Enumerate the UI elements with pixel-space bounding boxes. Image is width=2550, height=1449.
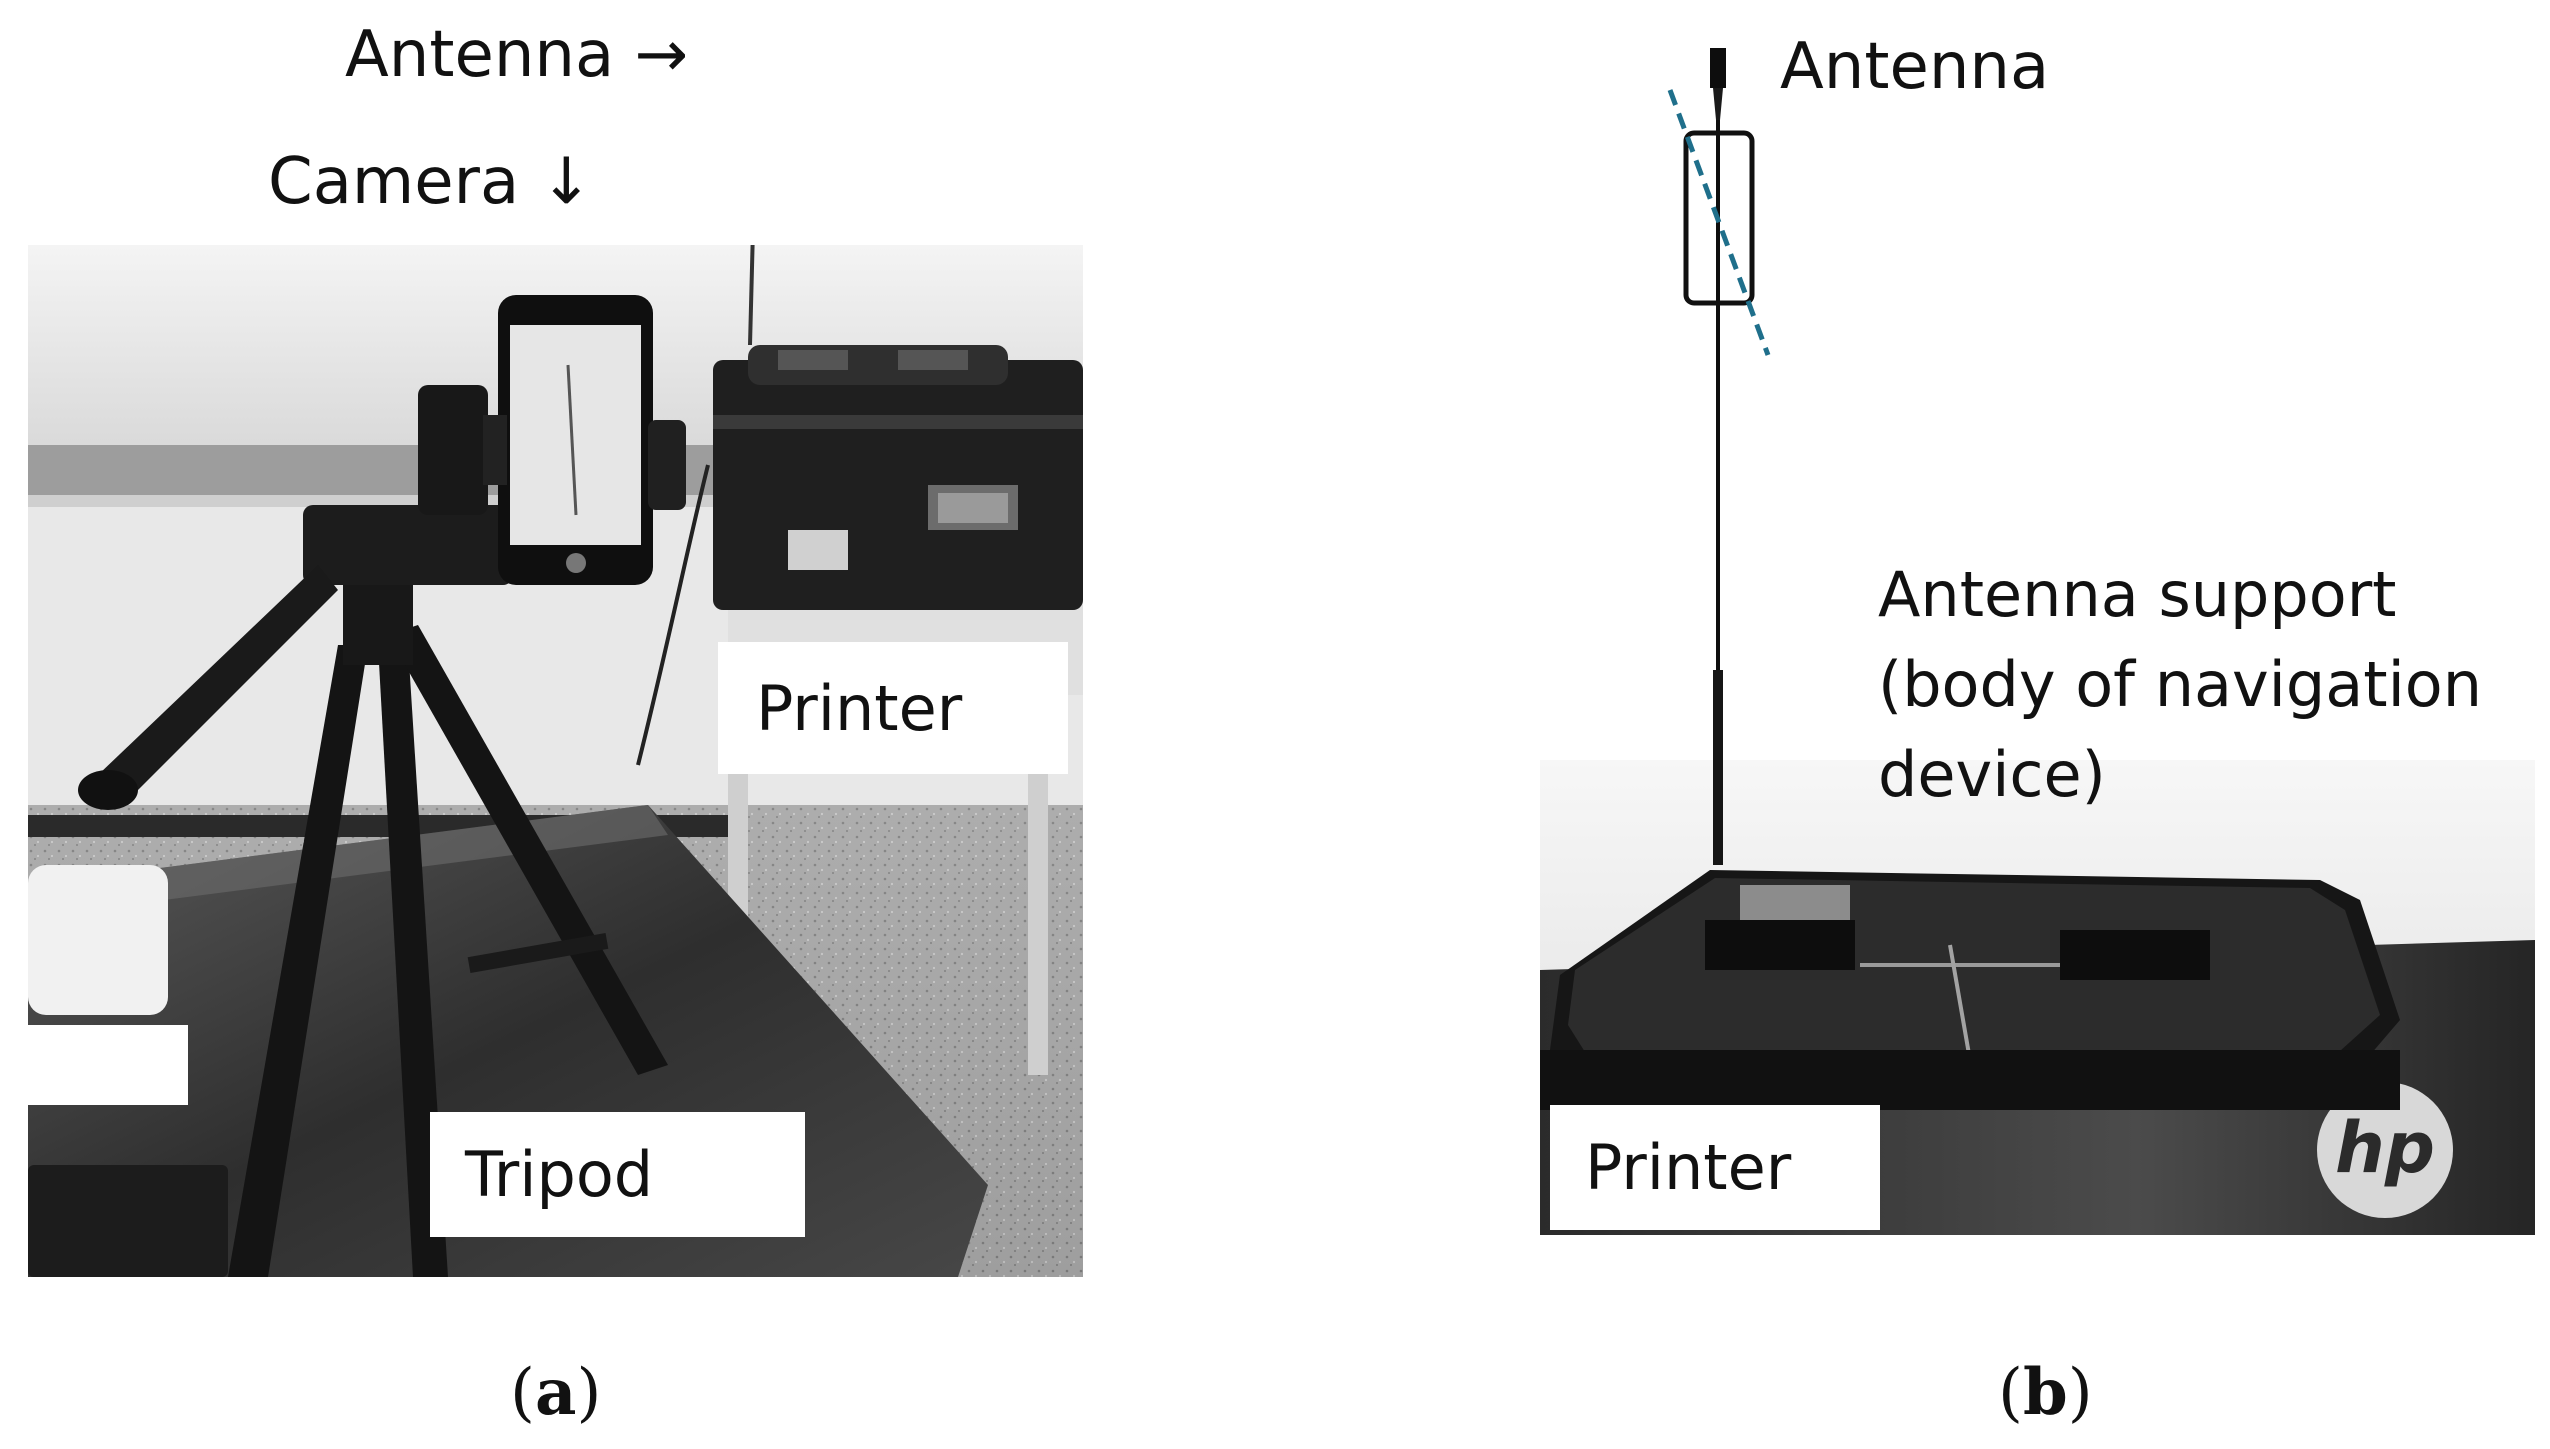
label-camera-a: Camera ↓ — [268, 145, 594, 219]
label-printer-a-text: Printer — [756, 671, 963, 745]
label-printer-a: Printer — [718, 642, 1068, 774]
antenna-b-drawing — [1667, 48, 1771, 865]
label-antenna-support-line3: device) — [1878, 738, 2106, 811]
label-antenna-support-b: Antenna support (body of navigation devi… — [1878, 550, 2482, 820]
caption-b-letter: b — [2022, 1355, 2068, 1430]
label-antenna-b: Antenna — [1780, 30, 2050, 104]
label-tripod-a: Tripod — [430, 1112, 805, 1237]
antenna-tip — [1710, 48, 1726, 88]
caption-a-letter: a — [534, 1355, 577, 1430]
antenna-highlight-box — [1683, 130, 1755, 306]
caption-a-close: ) — [576, 1356, 602, 1430]
label-antenna-a: Antenna → — [345, 18, 689, 92]
caption-b-close: ) — [2067, 1356, 2093, 1430]
hp-logo: hp — [2335, 1107, 2435, 1189]
tilt-reference-line — [1667, 89, 1771, 356]
caption-a-open: ( — [510, 1356, 535, 1430]
label-antenna-support-line1: Antenna support — [1878, 558, 2397, 631]
label-printer-b: Printer — [1550, 1105, 1880, 1230]
photo-b-scene: hp — [1540, 760, 2535, 1235]
caption-b-open: ( — [1998, 1356, 2023, 1430]
caption-b: (b) — [1998, 1355, 2093, 1430]
label-printer-b-text: Printer — [1585, 1131, 1792, 1204]
photo-b: hp — [1540, 760, 2535, 1235]
label-tripod-a-text: Tripod — [465, 1138, 654, 1211]
caption-a: (a) — [510, 1355, 601, 1430]
label-antenna-support-line2: (body of navigation — [1878, 648, 2483, 721]
